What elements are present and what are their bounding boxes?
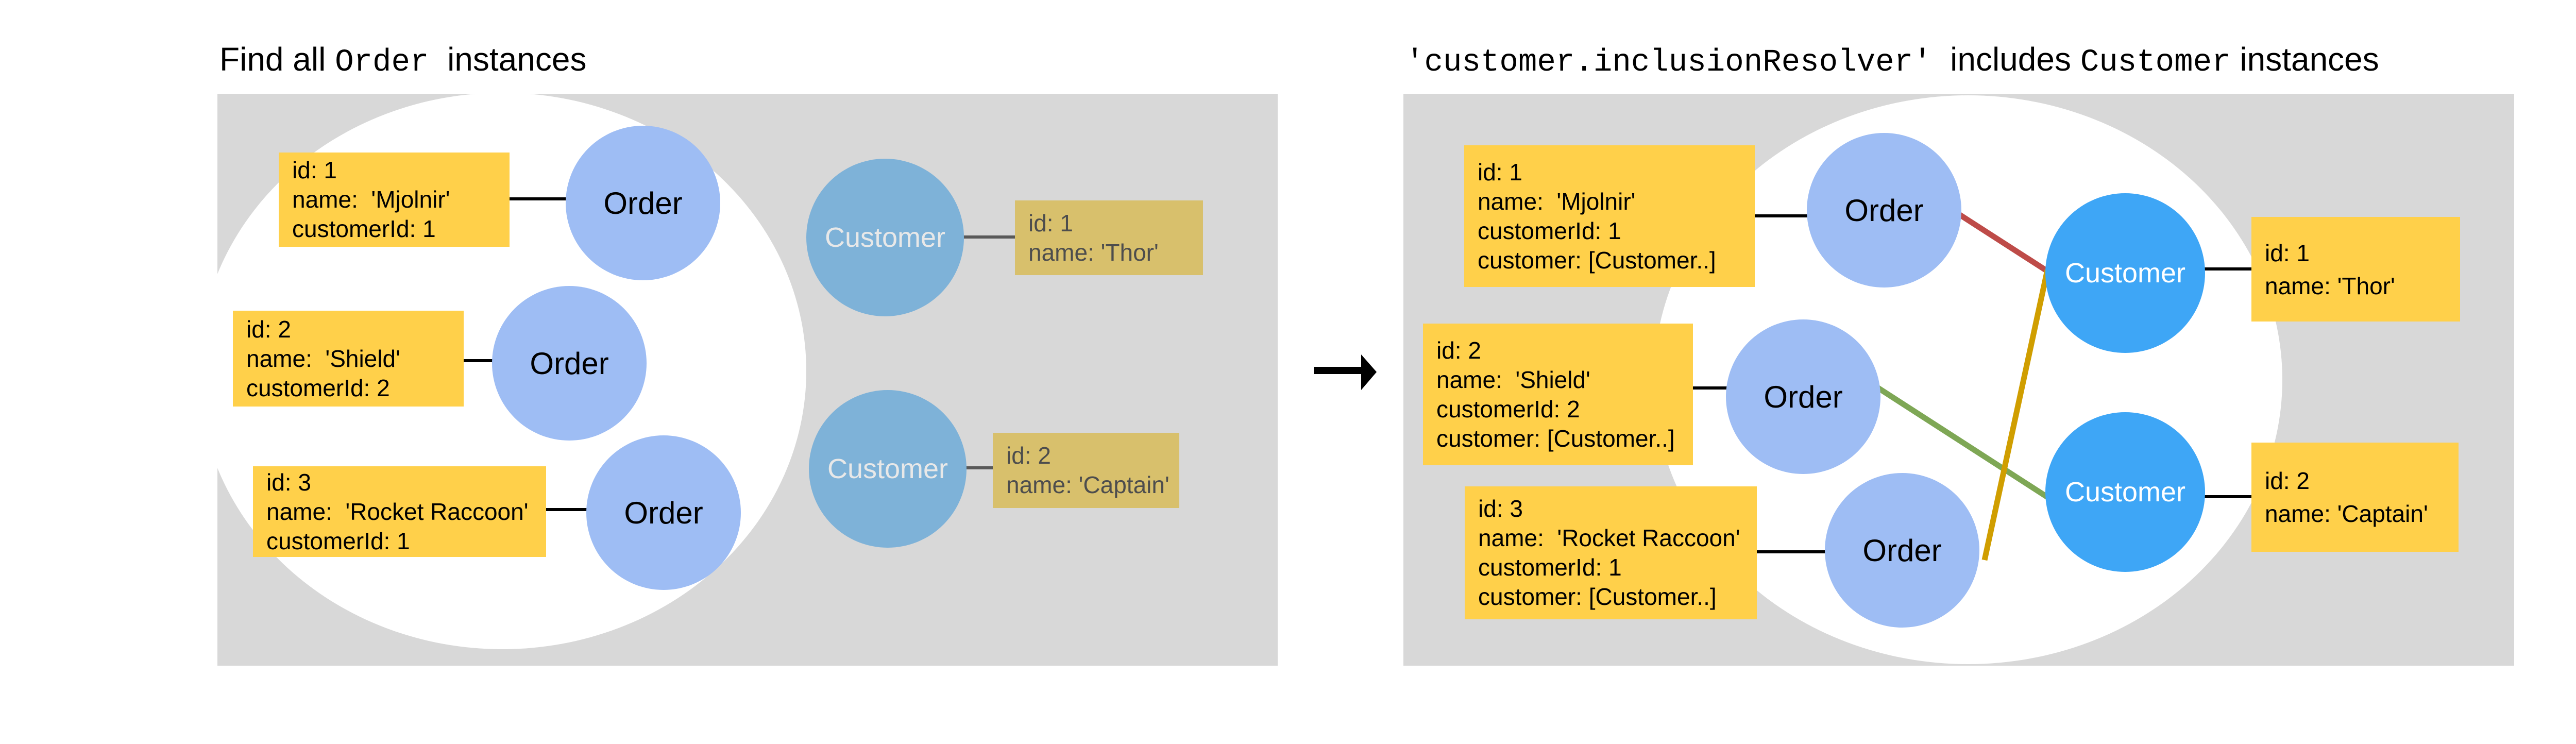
order-circle-2: Order bbox=[492, 286, 647, 441]
order-record-2-customer: customer: [Customer..] bbox=[1436, 425, 1675, 452]
customer-record-2-name: name: 'Captain' bbox=[2265, 500, 2428, 527]
panel-include-customers: Order Order Order Customer Customer id: … bbox=[1403, 94, 2514, 666]
right-title-mid: includes bbox=[1931, 41, 2080, 78]
customer-record-2: id: 2 name: 'Captain' bbox=[2251, 443, 2459, 552]
order-record-3: id: 3 name: 'Rocket Raccoon' customerId:… bbox=[1465, 486, 1757, 619]
customer-record-1-id: id: 1 bbox=[1028, 209, 1073, 236]
customer-record-2-name: name: 'Captain' bbox=[1006, 471, 1170, 498]
right-title: 'customer.inclusionResolver' includes Cu… bbox=[1405, 41, 2379, 81]
order-record-2: id: 2 name: 'Shield' customerId: 2 bbox=[233, 311, 464, 407]
order-circle-2-label: Order bbox=[530, 346, 609, 381]
order-record-3-customerId: customerId: 1 bbox=[266, 527, 410, 554]
order-record-1-customer: customer: [Customer..] bbox=[1478, 246, 1716, 274]
order-circle-1-label: Order bbox=[1844, 193, 1924, 228]
order-record-2-customerId: customerId: 2 bbox=[246, 374, 390, 401]
order-record-1-customerId: customerId: 1 bbox=[1478, 217, 1621, 244]
customer-circle-2-label: Customer bbox=[827, 453, 948, 484]
relation-line-red-order1-customer1 bbox=[1948, 206, 2055, 278]
customer-record-1-id: id: 1 bbox=[2265, 239, 2310, 266]
panel-find-orders: Order Order Order Customer Customer id: … bbox=[217, 94, 1278, 666]
customer-circle-1-label: Customer bbox=[824, 222, 946, 253]
order-circle-3: Order bbox=[1825, 473, 1979, 628]
order-circle-1-label: Order bbox=[603, 185, 683, 221]
customer-record-2: id: 2 name: 'Captain' bbox=[993, 433, 1179, 508]
order-record-3-customerId: customerId: 1 bbox=[1478, 554, 1622, 581]
order-record-1-name: name: 'Mjolnir' bbox=[292, 186, 450, 213]
order-record-2-name: name: 'Shield' bbox=[246, 345, 400, 372]
order-circle-1: Order bbox=[566, 126, 720, 280]
order-record-3-name: name: 'Rocket Raccoon' bbox=[1478, 525, 1740, 551]
left-title-order-code: Order bbox=[335, 45, 429, 80]
order-record-1-name: name: 'Mjolnir' bbox=[1478, 188, 1636, 215]
left-title-pre: Find all bbox=[219, 41, 335, 78]
customer-circle-2: Customer bbox=[809, 390, 967, 548]
order-record-2: id: 2 name: 'Shield' customerId: 2 custo… bbox=[1423, 324, 1693, 465]
right-connector-lines bbox=[1689, 206, 2253, 561]
customer-record-2-id: id: 2 bbox=[2265, 467, 2310, 494]
right-title-customer-code: Customer bbox=[2080, 45, 2231, 80]
left-title: Find all Order instances bbox=[219, 41, 586, 81]
customer-circle-1-label: Customer bbox=[2064, 258, 2186, 289]
order-record-3: id: 3 name: 'Rocket Raccoon' customerId:… bbox=[253, 466, 546, 557]
order-circle-1: Order bbox=[1807, 133, 1961, 288]
order-circle-2: Order bbox=[1726, 319, 1880, 474]
order-record-3-name: name: 'Rocket Raccoon' bbox=[266, 498, 529, 525]
customer-record-2-id: id: 2 bbox=[1006, 442, 1051, 469]
order-circle-3: Order bbox=[586, 435, 741, 590]
order-record-3-id: id: 3 bbox=[266, 468, 311, 496]
customer-circle-1: Customer bbox=[2045, 193, 2205, 353]
order-record-1-id: id: 1 bbox=[1478, 158, 1522, 185]
customer-circle-2-label: Customer bbox=[2064, 477, 2186, 508]
right-title-post: instances bbox=[2230, 41, 2379, 78]
order-record-1: id: 1 name: 'Mjolnir' customerId: 1 cust… bbox=[1464, 145, 1755, 287]
order-record-1-customerId: customerId: 1 bbox=[292, 215, 436, 242]
order-record-3-customer: customer: [Customer..] bbox=[1478, 583, 1717, 610]
relation-line-green-order2-customer2 bbox=[1876, 385, 2053, 502]
order-record-2-id: id: 2 bbox=[1436, 336, 1481, 364]
customer-record-1-name: name: 'Thor' bbox=[1028, 239, 1159, 266]
order-circle-3-label: Order bbox=[1862, 533, 1942, 568]
customer-record-1: id: 1 name: 'Thor' bbox=[2251, 217, 2460, 322]
order-record-1: id: 1 name: 'Mjolnir' customerId: 1 bbox=[279, 153, 510, 247]
order-record-2-name: name: 'Shield' bbox=[1436, 366, 1590, 393]
customer-circle-2: Customer bbox=[2045, 412, 2205, 572]
order-record-2-id: id: 2 bbox=[246, 315, 291, 343]
left-title-post: instances bbox=[429, 41, 587, 78]
customer-record-1-name: name: 'Thor' bbox=[2265, 272, 2395, 299]
relation-line-gold-order3-customer1 bbox=[1981, 269, 2050, 561]
order-circle-2-label: Order bbox=[1764, 379, 1843, 414]
customer-record-1: id: 1 name: 'Thor' bbox=[1015, 200, 1203, 275]
order-record-2-customerId: customerId: 2 bbox=[1436, 395, 1580, 422]
customer-circle-1: Customer bbox=[806, 159, 964, 316]
order-record-3-id: id: 3 bbox=[1478, 495, 1523, 522]
right-title-resolver-code: 'customer.inclusionResolver' bbox=[1405, 45, 1932, 80]
order-record-1-id: id: 1 bbox=[292, 157, 337, 183]
order-circle-3-label: Order bbox=[624, 495, 703, 530]
